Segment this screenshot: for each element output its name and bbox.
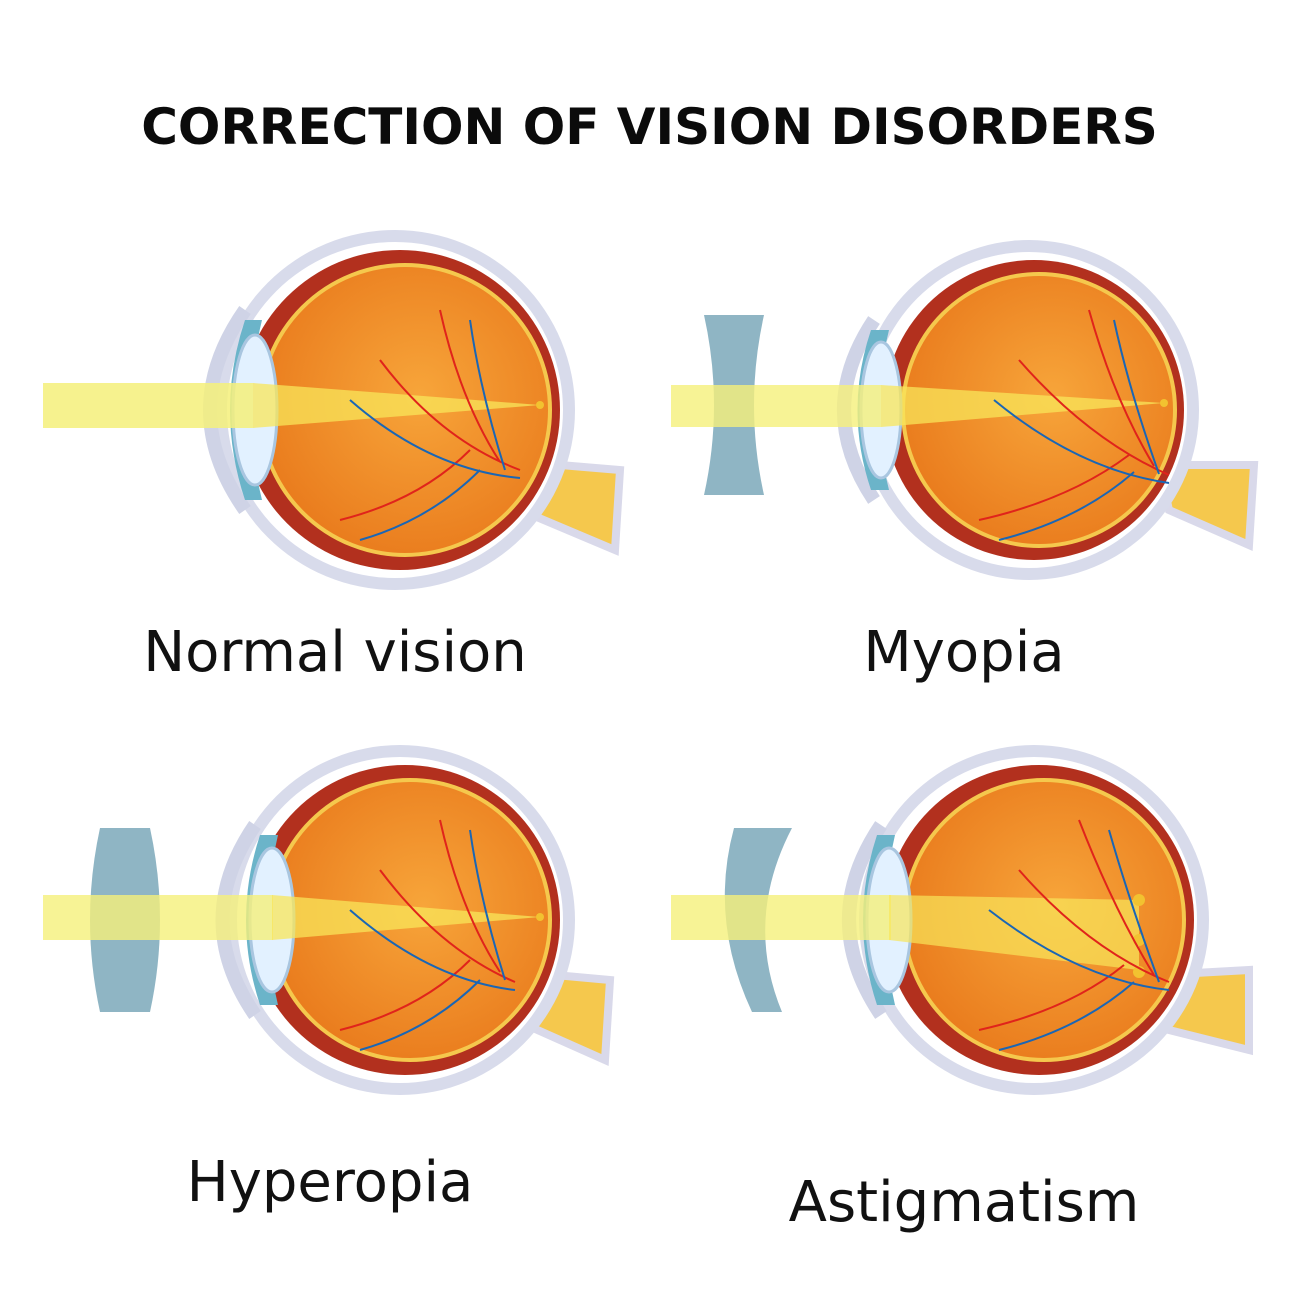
panel-normal-vision: Normal vision [0,200,650,740]
focal-point-1 [1133,894,1145,906]
hyperopia-eye-diagram [43,745,615,1095]
page-title: CORRECTION OF VISION DISORDERS [141,98,1158,156]
label-myopia: Myopia [863,620,1065,685]
label-normal-vision: Normal vision [143,620,527,685]
light-beam [671,895,891,940]
vein-lines [993,319,1170,541]
light-beam [671,385,881,427]
label-astigmatism: Astigmatism [788,1170,1140,1235]
focused-beam [253,383,540,428]
artery-lines [339,309,521,521]
myopia-eye-diagram [671,240,1259,580]
normal-vision-eye-diagram [43,230,625,590]
vein-lines [349,829,516,1051]
scattered-beam [889,895,1139,970]
artery-lines [339,819,516,1031]
focal-point [536,913,544,921]
label-hyperopia: Hyperopia [186,1150,474,1215]
artery-lines [978,819,1170,1031]
focal-point [1160,399,1168,407]
vein-lines [349,319,521,541]
artery-lines [978,309,1170,521]
vein-lines [988,829,1170,1051]
panel-myopia: Myopia [649,200,1299,740]
light-beam [43,895,273,940]
panel-hyperopia: Hyperopia [0,720,650,1260]
focal-point [536,401,544,409]
focused-beam [272,895,540,940]
focused-beam [881,385,1164,427]
astigmatism-eye-diagram [671,745,1253,1095]
panel-astigmatism: Astigmatism [649,720,1299,1260]
light-beam [43,383,253,428]
